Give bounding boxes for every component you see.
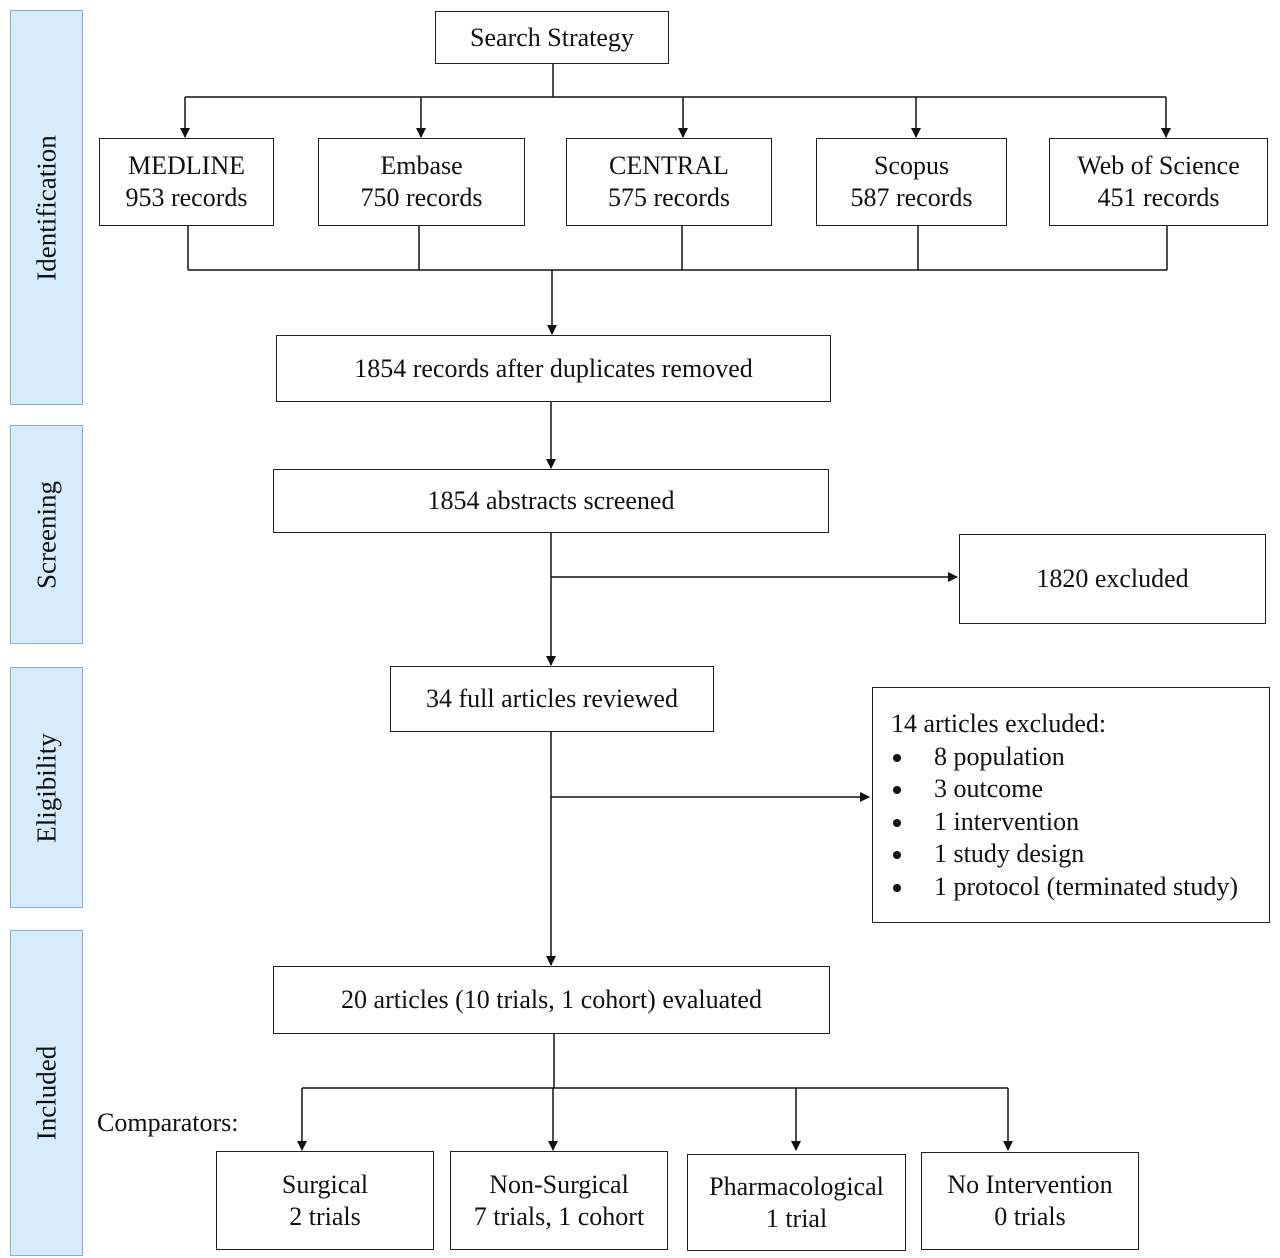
database-box-embase: Embase 750 records bbox=[318, 138, 525, 226]
comparator-box-non-surgical: Non-Surgical 7 trials, 1 cohort bbox=[450, 1151, 668, 1250]
database-name: MEDLINE bbox=[128, 151, 245, 180]
phase-identification: Identification bbox=[10, 10, 83, 405]
database-records: 587 records bbox=[850, 183, 973, 212]
database-box-central: CENTRAL 575 records bbox=[566, 138, 772, 226]
full-articles-label: 34 full articles reviewed bbox=[426, 684, 678, 713]
comparator-count: 2 trials bbox=[289, 1201, 361, 1231]
screening-excluded-box: 1820 excluded bbox=[959, 534, 1266, 624]
phase-screening: Screening bbox=[10, 425, 83, 644]
phase-included: Included bbox=[10, 930, 83, 1256]
comparator-name: Non-Surgical bbox=[489, 1169, 629, 1199]
database-records: 750 records bbox=[360, 183, 483, 212]
phase-included-label: Included bbox=[31, 1045, 61, 1141]
full-articles-box: 34 full articles reviewed bbox=[390, 666, 714, 732]
comparator-name: Pharmacological bbox=[709, 1171, 884, 1201]
comparator-name: No Intervention bbox=[947, 1170, 1113, 1199]
phase-screening-label: Screening bbox=[31, 480, 61, 589]
exclusion-reason-list: 8 population 3 outcome 1 intervention 1 … bbox=[891, 741, 1269, 904]
exclusion-reason-item: 1 intervention bbox=[891, 806, 1269, 839]
exclusion-reason-item: 3 outcome bbox=[891, 773, 1269, 806]
evaluated-box: 20 articles (10 trials, 1 cohort) evalua… bbox=[273, 966, 830, 1034]
comparator-count: 0 trials bbox=[994, 1202, 1066, 1231]
eligibility-excluded-heading: 14 articles excluded: bbox=[891, 709, 1107, 738]
evaluated-label: 20 articles (10 trials, 1 cohort) evalua… bbox=[341, 985, 762, 1014]
database-box-scopus: Scopus 587 records bbox=[816, 138, 1007, 226]
database-name: CENTRAL bbox=[609, 151, 729, 180]
search-strategy-box: Search Strategy bbox=[435, 11, 669, 64]
database-name: Embase bbox=[380, 151, 463, 180]
search-strategy-label: Search Strategy bbox=[470, 22, 634, 52]
database-box-web-of-science: Web of Science 451 records bbox=[1049, 138, 1268, 226]
database-box-medline: MEDLINE 953 records bbox=[99, 138, 274, 226]
duplicates-removed-label: 1854 records after duplicates removed bbox=[354, 353, 753, 383]
comparator-box-surgical: Surgical 2 trials bbox=[216, 1151, 434, 1250]
exclusion-reason-item: 8 population bbox=[891, 741, 1269, 774]
database-records: 575 records bbox=[607, 183, 730, 212]
comparator-count: 7 trials, 1 cohort bbox=[473, 1201, 645, 1231]
exclusion-reason-item: 1 study design bbox=[891, 838, 1269, 871]
phase-identification-label: Identification bbox=[31, 134, 61, 281]
comparator-box-no-intervention: No Intervention 0 trials bbox=[921, 1152, 1139, 1250]
comparator-count: 1 trial bbox=[765, 1203, 828, 1233]
comparator-name: Surgical bbox=[281, 1169, 369, 1199]
phase-eligibility: Eligibility bbox=[10, 667, 83, 908]
screening-excluded-label: 1820 excluded bbox=[1036, 564, 1189, 593]
database-name: Web of Science bbox=[1077, 151, 1240, 180]
database-name: Scopus bbox=[873, 151, 950, 180]
comparators-label: Comparators: bbox=[97, 1108, 239, 1137]
comparator-box-pharmacological: Pharmacological 1 trial bbox=[687, 1154, 906, 1251]
database-records: 451 records bbox=[1097, 183, 1220, 212]
eligibility-excluded-box: 14 articles excluded: 8 population 3 out… bbox=[872, 687, 1270, 923]
abstracts-screened-box: 1854 abstracts screened bbox=[273, 469, 829, 533]
abstracts-screened-label: 1854 abstracts screened bbox=[427, 486, 675, 515]
phase-eligibility-label: Eligibility bbox=[31, 732, 61, 843]
database-records: 953 records bbox=[125, 183, 248, 212]
duplicates-removed-box: 1854 records after duplicates removed bbox=[276, 335, 831, 402]
exclusion-reason-item: 1 protocol (terminated study) bbox=[891, 871, 1269, 904]
